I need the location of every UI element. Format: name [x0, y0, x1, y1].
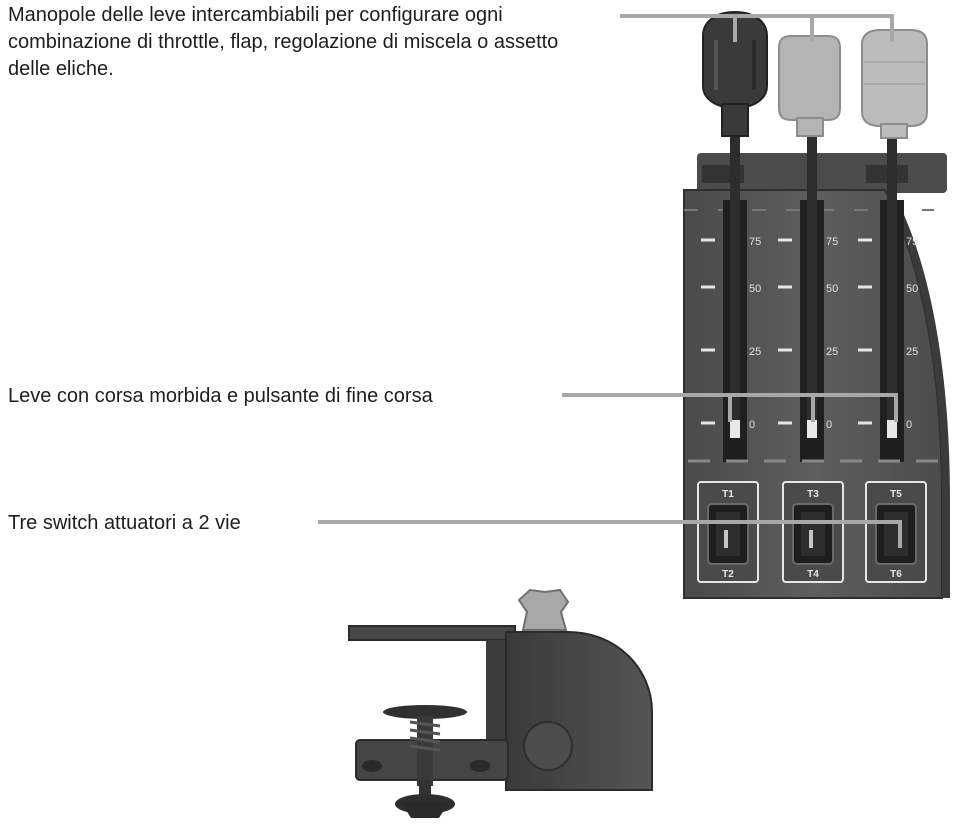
callout-knobs: Manopole delle leve intercambiabili per … [8, 4, 559, 80]
knob-3-light [861, 29, 928, 139]
switch-label-top-1: T1 [722, 489, 734, 500]
switch-label-bottom-1: T2 [722, 569, 734, 580]
leader-levers [562, 393, 898, 422]
desk-clamp [348, 588, 653, 818]
lever-tip-3 [887, 420, 897, 438]
switch-label-bottom-2: T4 [807, 569, 819, 580]
lever-shaft-3 [887, 134, 897, 420]
scale-label-1-25: 25 [749, 346, 761, 358]
scale-label-3-75: 75 [906, 236, 918, 248]
scale-label-1-75: 75 [749, 236, 761, 248]
scale-label-2-0: 0 [826, 419, 832, 431]
leader-switches [318, 520, 902, 548]
scale-label-1-0: 0 [749, 419, 755, 431]
switch-rocker-3 [884, 512, 908, 556]
lever-shaft-2 [807, 134, 817, 420]
switch-label-top-2: T3 [807, 489, 819, 500]
leader-switch-stubs [724, 530, 813, 548]
scale-label-3-50: 50 [906, 283, 918, 295]
callout-switches: Tre switch attuatori a 2 vie [8, 512, 241, 534]
knob-1-dark [702, 10, 768, 137]
scale-label-3-0: 0 [906, 419, 912, 431]
switch-label-bottom-3: T6 [890, 569, 902, 580]
leader-knobs [620, 14, 894, 42]
lever-tip-1 [730, 420, 740, 438]
scale-label-3-25: 25 [906, 346, 918, 358]
lever-shaft-1 [730, 134, 740, 420]
quadrant-side-face [885, 190, 950, 598]
lever-tip-2 [807, 420, 817, 438]
callout-levers: Leve con corsa morbida e pulsante di fin… [8, 385, 433, 407]
switch-label-top-3: T5 [890, 489, 902, 500]
scale-label-2-75: 75 [826, 236, 838, 248]
scale-label-2-50: 50 [826, 283, 838, 295]
scale-label-2-25: 25 [826, 346, 838, 358]
knob-2-light [778, 35, 841, 137]
scale-label-1-50: 50 [749, 283, 761, 295]
